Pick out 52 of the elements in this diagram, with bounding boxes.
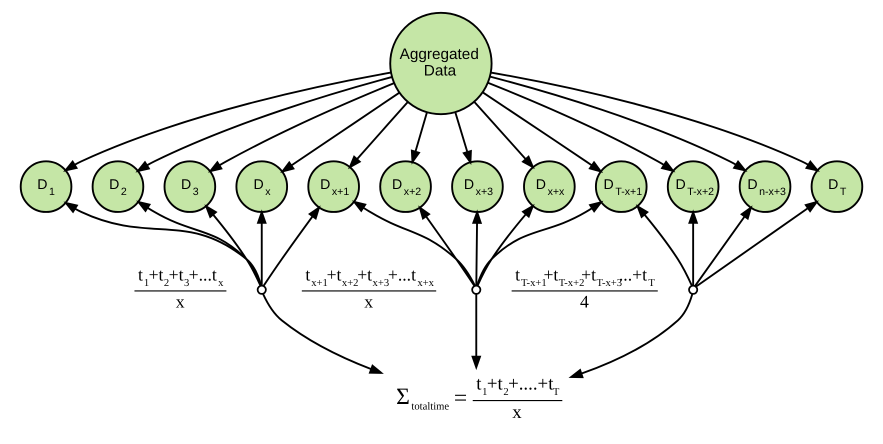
arrow	[63, 72, 391, 172]
arrow	[204, 204, 262, 286]
arrow	[410, 112, 428, 165]
node-circle: D$_{x+3}$	[451, 160, 504, 213]
arrow	[471, 294, 482, 370]
arrow	[352, 200, 476, 286]
arrow	[476, 204, 535, 286]
arrow	[64, 202, 262, 286]
node-circle: Aggregated Data	[389, 12, 493, 116]
arrow	[488, 82, 676, 172]
label: 4	[580, 291, 589, 312]
arrow	[688, 209, 698, 286]
arrow	[135, 76, 392, 172]
arrow	[256, 209, 267, 286]
node-circle	[688, 284, 698, 295]
arrow	[490, 76, 748, 172]
node-circle: D$_{x+1}$	[307, 160, 360, 213]
node-circle: D$_{3}$	[164, 160, 216, 213]
node-circle: D$_{x}$	[235, 160, 288, 213]
arrow	[636, 204, 693, 286]
label: t$_{x+1}$+t$_{x+2}$+t$_{x+3}$+...t$_{x+x}$	[305, 264, 434, 289]
arrow	[482, 92, 604, 173]
node-circle: D$_{n-x+3}$	[738, 160, 792, 213]
arrow	[136, 200, 262, 286]
arrow	[208, 82, 394, 173]
node-circle	[256, 284, 267, 295]
label: x	[176, 291, 185, 312]
node-text: Σ$_{totaltime}$ = t$_{1}$+t$_{2}$+....+t$_{T}$ x	[396, 374, 560, 424]
arrow	[454, 112, 472, 165]
label: t$_{1}$+t$_{2}$+t$_{3}$+...t$_{x}$	[138, 264, 224, 289]
arrow	[472, 209, 482, 286]
label: x	[364, 291, 374, 312]
arrow	[490, 72, 820, 172]
arrow	[568, 294, 694, 378]
label: t$_{T-x+1}$+t$_{T-x+2}$+t$_{T-x+3}$...+t$_{T}$	[515, 264, 655, 289]
arrow	[418, 205, 476, 286]
arrow	[348, 102, 408, 170]
node-circle: D$_{T}$	[810, 160, 864, 213]
node-circle: D$_{T-x+2}$	[666, 160, 720, 213]
arrow	[476, 200, 604, 286]
node-circle: D$_{x+x}$	[523, 160, 576, 213]
node-circle: D$_{1}$	[20, 160, 72, 213]
arrow	[474, 101, 535, 170]
arrow	[262, 205, 321, 286]
arrow	[695, 200, 819, 288]
node-circle: D$_{2}$	[92, 160, 144, 213]
node-circle: D$_{T-x+1}$	[594, 160, 648, 213]
arrow	[694, 205, 752, 287]
node-circle: D$_{x+2}$	[379, 160, 432, 213]
arrow	[262, 293, 384, 374]
node-circle	[471, 284, 482, 295]
arrow	[280, 92, 400, 174]
